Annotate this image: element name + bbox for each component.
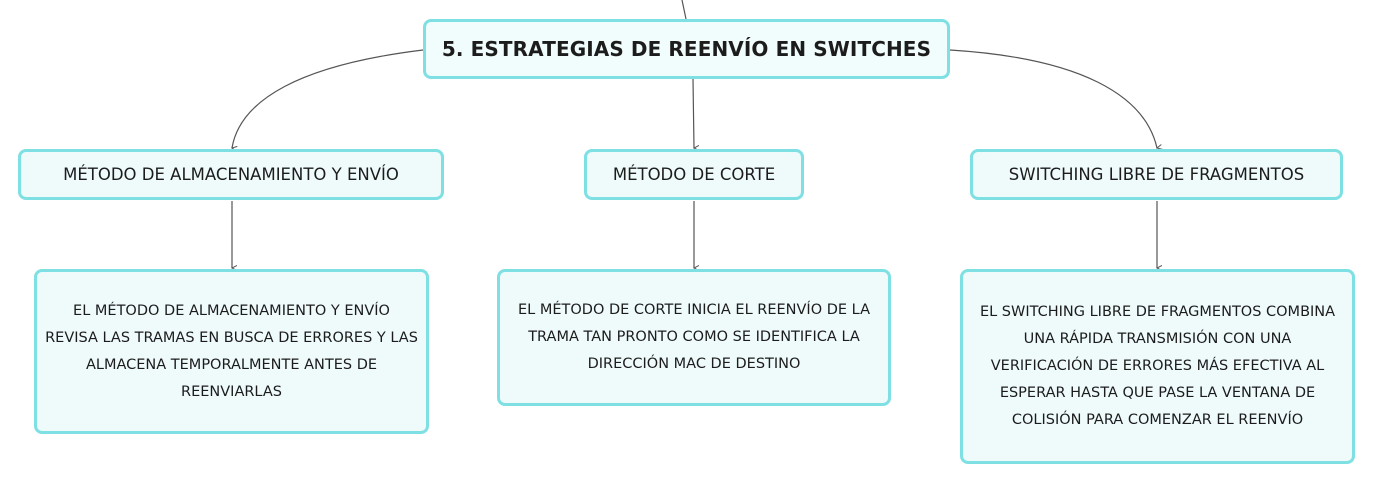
branch-node-fragment-free[interactable]: SWITCHING LIBRE DE FRAGMENTOS <box>970 149 1343 200</box>
detail-node-fragment-free[interactable]: EL SWITCHING LIBRE DE FRAGMENTOS COMBINA… <box>960 269 1355 464</box>
connector-parent-to-root <box>681 0 687 20</box>
detail-node-cut-through[interactable]: EL MÉTODO DE CORTE INICIA EL REENVÍO DE … <box>497 269 891 406</box>
branch-node-store-and-forward[interactable]: MÉTODO DE ALMACENAMIENTO Y ENVÍO <box>18 149 444 200</box>
root-topic-node[interactable]: 5. ESTRATEGIAS DE REENVÍO EN SWITCHES <box>423 19 950 79</box>
detail-text: EL SWITCHING LIBRE DE FRAGMENTOS COMBINA… <box>979 304 1336 428</box>
detail-node-store-and-forward[interactable]: EL MÉTODO DE ALMACENAMIENTO Y ENVÍO REVI… <box>34 269 429 434</box>
detail-text: EL MÉTODO DE ALMACENAMIENTO Y ENVÍO REVI… <box>45 302 418 400</box>
detail-text: EL MÉTODO DE CORTE INICIA EL REENVÍO DE … <box>517 302 870 372</box>
connector-root-to-branch-1 <box>232 49 424 148</box>
branch-node-cut-through[interactable]: MÉTODO DE CORTE <box>584 149 804 200</box>
branch-label: MÉTODO DE CORTE <box>612 165 776 184</box>
root-topic-label: 5. ESTRATEGIAS DE REENVÍO EN SWITCHES <box>441 37 932 61</box>
connector-root-to-branch-3 <box>949 49 1157 148</box>
connector-root-to-branch-2 <box>692 78 694 148</box>
branch-label: SWITCHING LIBRE DE FRAGMENTOS <box>1008 165 1305 184</box>
branch-label: MÉTODO DE ALMACENAMIENTO Y ENVÍO <box>63 165 399 184</box>
